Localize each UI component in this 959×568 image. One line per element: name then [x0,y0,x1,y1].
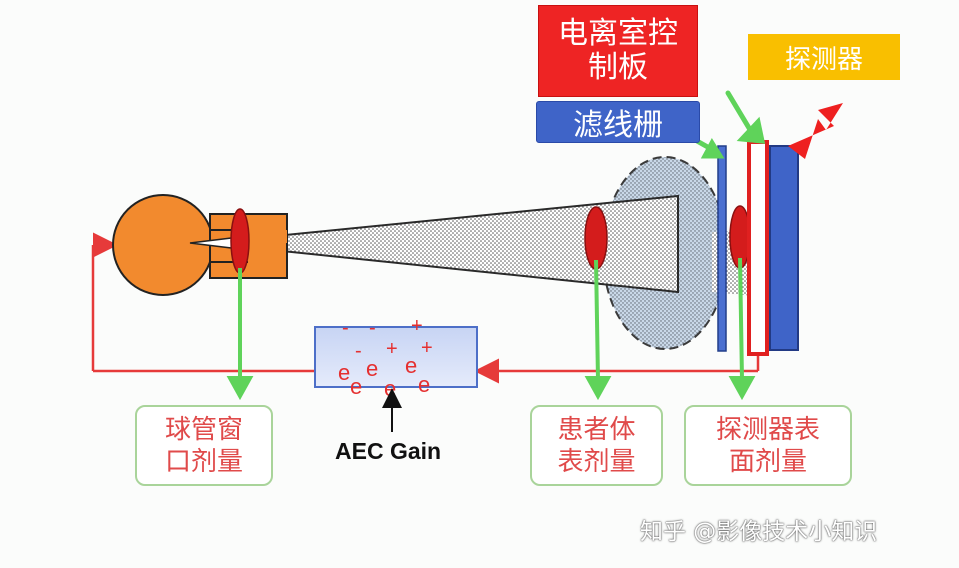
grid-label: 滤线栅 [536,101,700,143]
aec-gain-label: AEC Gain [335,438,442,464]
xray-beam [204,194,679,294]
feedback-loop [91,232,760,384]
ion-chamber-patient [584,206,608,270]
tube-window-dose-box: 球管窗 口剂量 [135,405,273,486]
aec-electron-6: e [418,372,430,397]
aec-electron-5: e [384,376,396,401]
dose-arrows [226,257,756,401]
aec-electron-2: e [366,356,378,381]
aec-charge-2: - [369,317,376,339]
control-board-pointer-head [736,116,766,144]
watermark: 知乎 @影像技术小知识 [640,519,878,545]
aec-charges-top: - - + [342,315,423,339]
detector-dose-arrow [738,257,744,381]
aec-charge-3: + [411,315,423,337]
aec-electron-3: e [405,353,417,378]
label-pointer-arrows [694,90,766,159]
control-board-pointer [725,90,755,136]
patient-surface-dose-box: 患者体 表剂量 [530,405,663,486]
aec-electron-4: e [350,374,362,399]
detector-pointer-arrow [788,103,843,159]
aec-gain-box [314,326,478,388]
aec-charge-6: + [421,337,433,359]
grid-pointer-head [700,137,725,159]
ion-chamber-tube [230,208,250,274]
collimator-gap-top [248,230,287,243]
detector-panel [769,145,799,351]
aec-charge-1: - [342,317,349,339]
detector-dose-arrow-head [728,376,756,401]
ion-chamber-plate [747,140,769,356]
detector-surface-dose-box: 探测器表 面剂量 [684,405,852,486]
aec-charges-mid: - + + [355,337,433,362]
tube-dose-arrow-head [226,376,254,401]
detector-label: 探测器 [748,34,900,80]
control-board-label: 电离室控 制板 [538,5,698,97]
anti-scatter-grid [717,145,727,352]
aec-charge-5: + [386,338,398,360]
patient-dose-arrow [594,259,600,381]
xray-tube [112,194,214,296]
aec-charge-4: - [355,340,362,362]
aec-electron-1: e [338,360,350,385]
patient-dose-arrow-head [584,376,612,401]
